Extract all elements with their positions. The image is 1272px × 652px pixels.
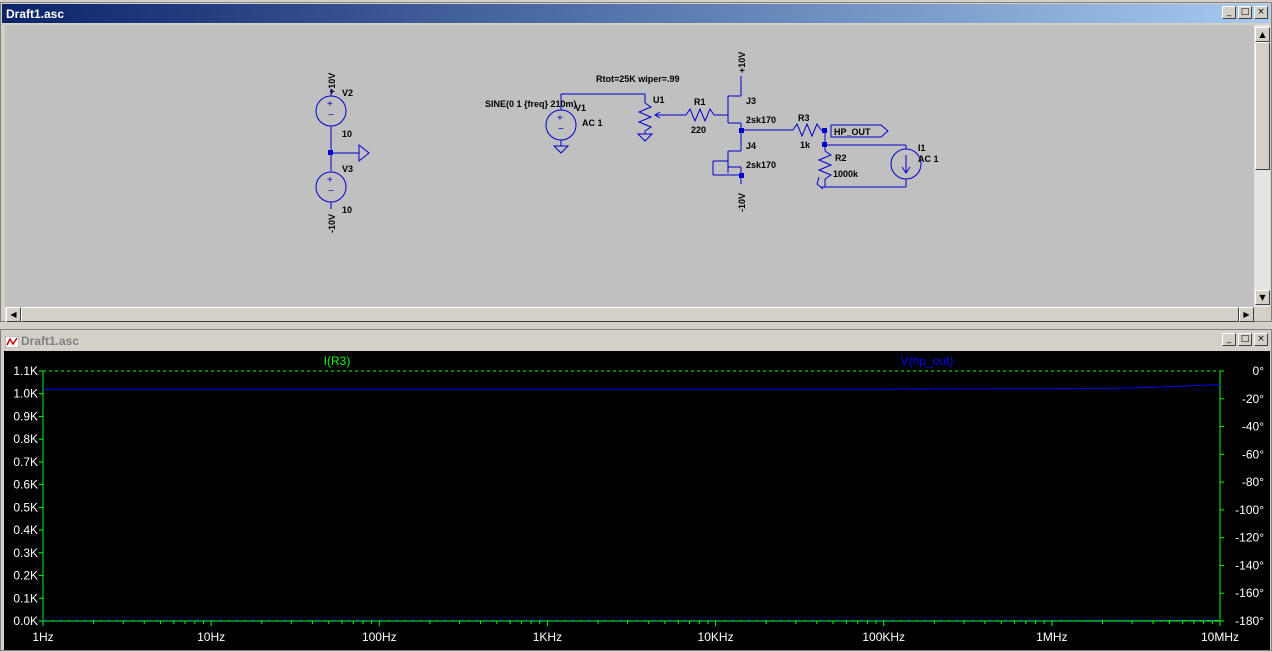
schematic-canvas[interactable]: +− +− +− +10V V2 10 V3 10 -10V Rtot=25K xyxy=(5,25,1254,307)
svg-text:+: + xyxy=(327,175,333,186)
j3-model-label: 2sk170 xyxy=(746,115,776,125)
plot-area[interactable]: 1.1K 1.0K 0.9K 0.8K 0.7K 0.6K 0.5K 0.4K 0.3K 0.2K… xyxy=(4,351,1270,650)
x-tick-label: 1MHz xyxy=(1036,630,1067,644)
v1-ac-label: AC 1 xyxy=(582,118,603,128)
r3-name-label: R3 xyxy=(798,113,810,123)
top-node-label: +10V xyxy=(737,52,747,73)
j4-name-label: J4 xyxy=(746,141,756,151)
scroll-left-button[interactable]: ◀ xyxy=(6,307,21,322)
v1-sine-label: SINE(0 1 {freq} 210m) xyxy=(485,99,577,109)
v2-name-label: V2 xyxy=(342,88,353,98)
svg-text:−: − xyxy=(328,186,334,197)
series-line-1 xyxy=(43,384,1221,390)
y-left-tick-label: 0.1K xyxy=(13,591,38,605)
y-left-tick-label: 0.5K xyxy=(13,500,38,514)
scroll-right-button[interactable]: ▶ xyxy=(1239,307,1254,322)
x-tick-label: 100Hz xyxy=(362,630,397,644)
maximize-button[interactable]: □ xyxy=(1238,6,1252,19)
y-left-tick-label: 1.1K xyxy=(13,364,38,378)
y-left-tick-label: 0.2K xyxy=(13,569,38,583)
vertical-scroll-thumb[interactable] xyxy=(1255,42,1270,170)
svg-text:+: + xyxy=(327,99,333,110)
v2-node-label: +10V xyxy=(327,73,337,94)
plot-titlebar[interactable]: Draft1.asc _ □ × xyxy=(2,331,1270,350)
y-right-tick-label: -140° xyxy=(1235,558,1264,572)
v2-value-label: 10 xyxy=(342,129,352,139)
j3-name-label: J3 xyxy=(746,96,756,106)
r2-name-label: R2 xyxy=(835,153,847,163)
x-tick-label: 10MHz xyxy=(1201,630,1239,644)
close-button[interactable]: × xyxy=(1254,333,1268,346)
j4-model-label: 2sk170 xyxy=(746,160,776,170)
schematic-window: Draft1.asc _ □ × xyxy=(0,2,1272,322)
waveform-icon xyxy=(4,335,20,348)
plot-window-title: Draft1.asc xyxy=(21,333,80,348)
x-tick-label: 1KHz xyxy=(533,630,562,644)
r1-value-label: 220 xyxy=(691,125,706,135)
v3-name-label: V3 xyxy=(342,164,353,174)
y-left-tick-label: 0.6K xyxy=(13,478,38,492)
r3-value-label: 1k xyxy=(800,140,811,150)
hp-out-label: HP_OUT xyxy=(834,127,871,137)
x-tick-label: 10KHz xyxy=(698,630,734,644)
r1-name-label: R1 xyxy=(694,97,706,107)
maximize-button[interactable]: □ xyxy=(1238,333,1252,346)
schematic-titlebar[interactable]: Draft1.asc _ □ × xyxy=(2,4,1270,23)
y-left-tick-label: 0.9K xyxy=(13,409,38,423)
horizontal-scroll-thumb[interactable] xyxy=(21,307,1239,322)
series-legend-label: I(R3) xyxy=(324,354,351,368)
y-left-tick-label: 0.4K xyxy=(13,523,38,537)
y-right-tick-label: -100° xyxy=(1235,503,1264,517)
minimize-button[interactable]: _ xyxy=(1222,6,1236,19)
y-right-tick-label: -120° xyxy=(1235,531,1264,545)
y-left-tick-label: 0.8K xyxy=(13,432,38,446)
svg-text:−: − xyxy=(328,110,334,121)
y-left-tick-label: 1.0K xyxy=(13,387,38,401)
minimize-button[interactable]: _ xyxy=(1222,333,1236,346)
u1-name-label: U1 xyxy=(653,95,665,105)
u1-param-label: Rtot=25K wiper=.99 xyxy=(596,74,680,84)
i1-name-label: I1 xyxy=(918,143,926,153)
x-tick-label: 100KHz xyxy=(862,630,905,644)
y-right-tick-label: -180° xyxy=(1235,614,1264,628)
r2-value-label: 1000k xyxy=(833,169,859,179)
v3-value-label: 10 xyxy=(342,205,352,215)
y-right-tick-label: -40° xyxy=(1242,420,1264,434)
plot-window: Draft1.asc _ □ × 1.1K 1.0K 0.9K 0.8K 0.7K 0.6… xyxy=(0,329,1272,651)
y-left-tick-label: 0.3K xyxy=(13,546,38,560)
y-left-tick-label: 0.7K xyxy=(13,455,38,469)
y-left-tick-label: 0.0K xyxy=(13,614,38,628)
schematic-window-title: Draft1.asc xyxy=(6,6,65,21)
svg-text:−: − xyxy=(558,124,564,135)
schematic-drawing: +− +− +− +10V V2 10 V3 10 -10V Rtot=25K xyxy=(315,52,939,233)
svg-text:+: + xyxy=(557,113,563,124)
x-tick-label: 10Hz xyxy=(197,630,225,644)
y-right-tick-label: -160° xyxy=(1235,586,1264,600)
y-right-tick-label: -80° xyxy=(1242,475,1264,489)
v1-name-label: V1 xyxy=(575,103,586,113)
close-button[interactable]: × xyxy=(1254,6,1268,19)
x-tick-label: 1Hz xyxy=(32,630,53,644)
y-right-tick-label: 0° xyxy=(1253,364,1265,378)
waveform-plot: 1.1K 1.0K 0.9K 0.8K 0.7K 0.6K 0.5K 0.4K 0.3K 0.2K… xyxy=(13,354,1265,644)
y-right-tick-label: -20° xyxy=(1242,392,1264,406)
bottom-node-label: -10V xyxy=(737,193,747,212)
scroll-up-button[interactable]: ▲ xyxy=(1255,27,1270,42)
scroll-down-button[interactable]: ▼ xyxy=(1255,290,1270,305)
y-right-tick-label: -60° xyxy=(1242,447,1264,461)
series-legend-label: V(hp_out) xyxy=(901,354,954,368)
series-line-0 xyxy=(43,620,1221,622)
i1-ac-label: AC 1 xyxy=(918,154,939,164)
v3-node-label: -10V xyxy=(327,214,337,233)
